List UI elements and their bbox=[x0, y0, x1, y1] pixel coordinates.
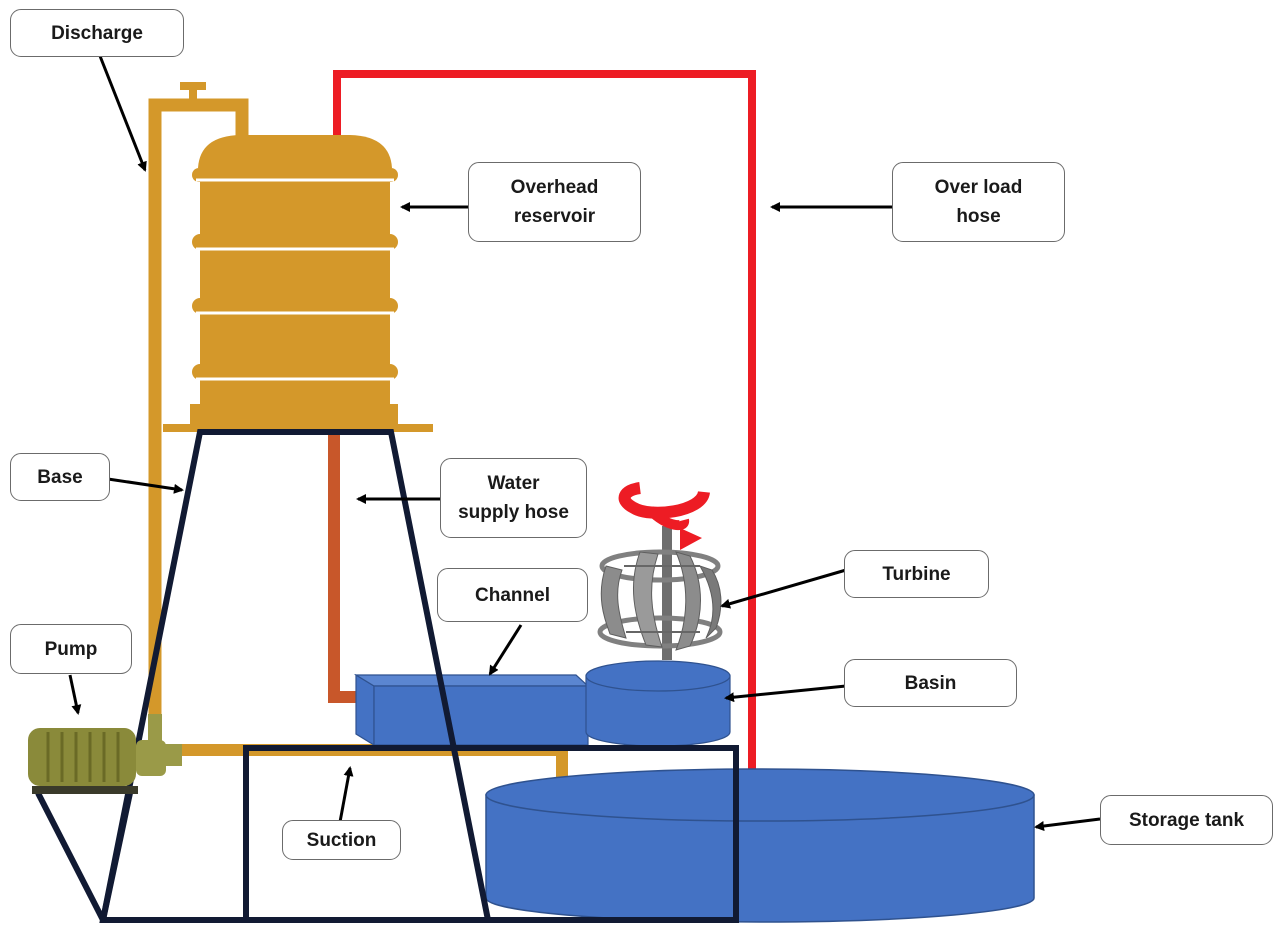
label-base-text: Base bbox=[37, 466, 83, 488]
label-water-supply-hose-line1: Water bbox=[487, 473, 540, 494]
label-suction: Suction bbox=[282, 820, 401, 860]
turbine bbox=[597, 526, 723, 660]
label-discharge: Discharge bbox=[10, 9, 184, 57]
arrow-base bbox=[107, 477, 184, 494]
label-storage-tank-text: Storage tank bbox=[1128, 809, 1245, 831]
over-load-hose-pipe bbox=[333, 70, 756, 806]
label-pump-text: Pump bbox=[44, 638, 98, 660]
arrow-turbine bbox=[720, 568, 847, 609]
basin bbox=[585, 660, 731, 747]
arrow-channel bbox=[488, 624, 523, 676]
label-overhead-reservoir-line2: reservoir bbox=[513, 206, 596, 227]
label-over-load-hose: Over load hose bbox=[892, 162, 1065, 242]
label-over-load-hose-line1: Over load bbox=[934, 177, 1023, 198]
discharge-pipe bbox=[148, 82, 249, 725]
arrow-discharge bbox=[98, 55, 147, 172]
label-basin-text: Basin bbox=[904, 672, 957, 694]
channel bbox=[353, 673, 590, 747]
storage-tank bbox=[485, 768, 1035, 923]
label-storage-tank: Storage tank bbox=[1100, 795, 1273, 845]
arrow-basin bbox=[724, 684, 847, 703]
suction-pipe bbox=[180, 744, 568, 790]
label-suction-text: Suction bbox=[306, 829, 377, 851]
label-water-supply-hose: Water supply hose bbox=[440, 458, 587, 538]
label-turbine-text: Turbine bbox=[882, 563, 951, 585]
arrow-suction bbox=[338, 766, 354, 823]
label-channel: Channel bbox=[437, 568, 588, 622]
label-discharge-text: Discharge bbox=[51, 22, 143, 44]
label-basin: Basin bbox=[844, 659, 1017, 707]
pump bbox=[28, 714, 182, 794]
label-turbine: Turbine bbox=[844, 550, 989, 598]
label-overhead-reservoir: Overhead reservoir bbox=[468, 162, 641, 242]
arrow-storage-tank bbox=[1034, 817, 1101, 831]
label-channel-text: Channel bbox=[475, 584, 550, 606]
rotation-arrow bbox=[618, 482, 710, 550]
overhead-reservoir-tank bbox=[163, 135, 433, 432]
label-over-load-hose-line2: hose bbox=[956, 206, 1001, 227]
label-overhead-reservoir-line1: Overhead bbox=[510, 177, 599, 198]
label-base: Base bbox=[10, 453, 110, 501]
label-water-supply-hose-line2: supply hose bbox=[458, 502, 569, 523]
pointer-arrows bbox=[68, 55, 1101, 831]
label-pump: Pump bbox=[10, 624, 132, 674]
arrow-pump bbox=[68, 674, 82, 715]
water-supply-hose-pipe bbox=[328, 432, 362, 703]
